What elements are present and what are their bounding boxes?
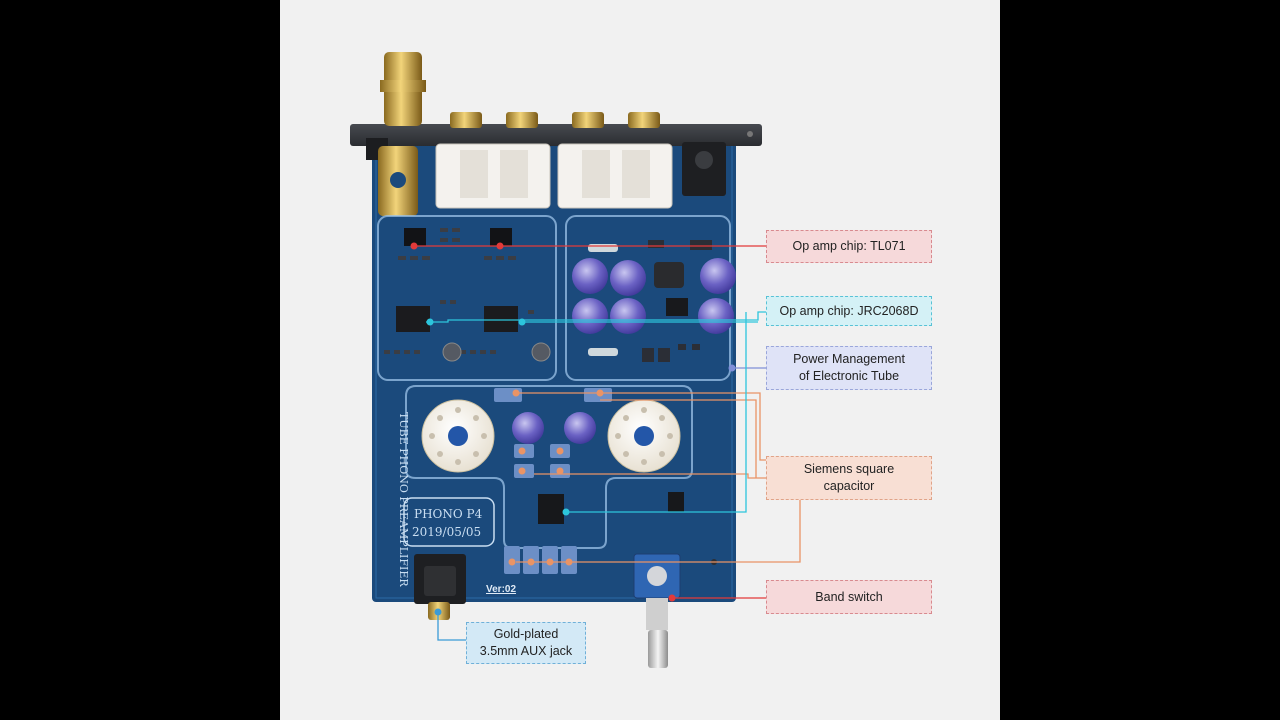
callout-siemens-line2: capacitor [823,479,875,493]
power-inductor [654,262,684,288]
callout-opamp-tl071-text: Op amp chip: TL071 [792,239,906,253]
tube-stage-chip [538,494,564,524]
callout-aux-line1: Gold-plated [493,627,559,641]
callout-siemens-line1: Siemens square [803,462,895,476]
tube-section-outline [405,385,693,549]
product-image-panel: TUBE PHONO PREAMPLIFIER PHONO P4 2019/05… [280,0,1000,720]
callout-siemens-capacitor: Siemens square capacitor [766,456,932,500]
tl071-chips [404,228,512,246]
board-version-label: Ver:02 [486,584,516,595]
pcb-board [372,140,736,602]
preamp-board-photo: TUBE PHONO PREAMPLIFIER PHONO P4 2019/05… [350,52,801,668]
back-panel [350,124,762,146]
callout-opamp-jrc2068d: Op amp chip: JRC2068D [766,296,932,326]
callout-aux-line2: 3.5mm AUX jack [479,644,573,658]
board-name-label: PHONO P4 [414,507,483,521]
power-capacitors [572,258,736,334]
callout-power-line2: of Electronic Tube [798,369,900,383]
rca-jacks [435,112,673,209]
callout-power-line1: Power Management [793,352,905,366]
jrc2068-chips [396,306,518,332]
callout-aux-jack: Gold-plated 3.5mm AUX jack [466,622,586,664]
callout-power-management: Power Management of Electronic Tube [766,346,932,390]
callout-leaders [410,242,801,641]
callout-band-switch-text: Band switch [815,589,883,604]
callout-band-switch: Band switch [766,580,932,614]
power-section-outline [565,215,731,381]
board-date-label: 2019/05/05 [412,525,481,539]
tube-filter-capacitor [512,412,544,444]
opamp-section-outline [377,215,557,381]
callout-opamp-tl071: Op amp chip: TL071 [766,230,932,263]
callout-opamp-jrc2068d-text: Op amp chip: JRC2068D [779,303,919,318]
